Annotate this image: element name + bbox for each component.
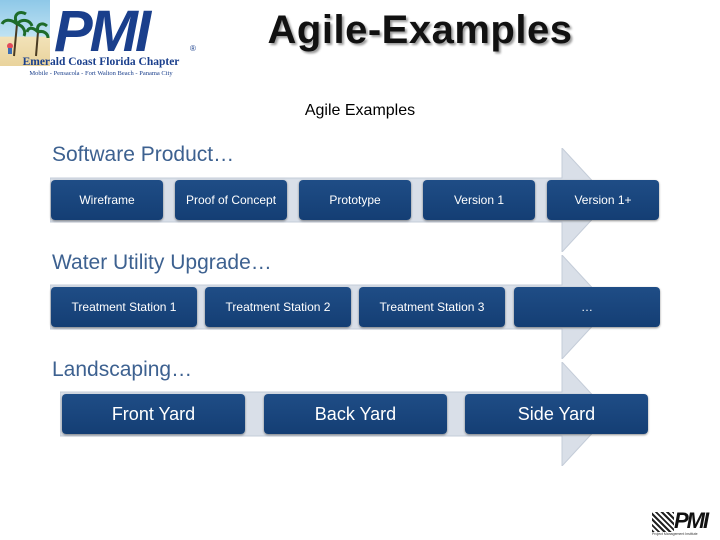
pmi-letters: PMI [54, 0, 188, 64]
step-box: Front Yard [62, 394, 245, 434]
chapter-name: Emerald Coast Florida Chapter [2, 56, 200, 68]
step-box: Back Yard [264, 394, 447, 434]
page-title: Agile-Examples [220, 8, 620, 53]
step-box: Treatment Station 1 [51, 287, 197, 327]
step-box: Version 1+ [547, 180, 659, 220]
chapter-cities: Mobile - Pensacola - Fort Walton Beach -… [2, 70, 200, 77]
footer-pmi-letters: PMI [674, 508, 707, 534]
step-box: Proof of Concept [175, 180, 287, 220]
footer-tagline: Project Management Institute [652, 532, 718, 536]
step-box: Version 1 [423, 180, 535, 220]
step-box: Prototype [299, 180, 411, 220]
registered-mark: ® [190, 44, 196, 53]
step-box: … [514, 287, 660, 327]
step-row-software-product: Wireframe Proof of Concept Prototype Ver… [51, 180, 661, 220]
step-row-landscaping: Front Yard Back Yard Side Yard [62, 394, 650, 436]
step-box: Treatment Station 3 [359, 287, 505, 327]
pmi-footer-logo: PMI Project Management Institute [652, 512, 718, 538]
pmi-globe-icon [652, 512, 674, 532]
step-box: Side Yard [465, 394, 648, 434]
step-box: Wireframe [51, 180, 163, 220]
step-box: Treatment Station 2 [205, 287, 351, 327]
slide-subtitle: Agile Examples [200, 102, 520, 120]
step-row-water-utility-upgrade: Treatment Station 1 Treatment Station 2 … [51, 287, 661, 327]
pmi-chapter-logo: PMI ® Emerald Coast Florida Chapter Mobi… [0, 0, 202, 80]
